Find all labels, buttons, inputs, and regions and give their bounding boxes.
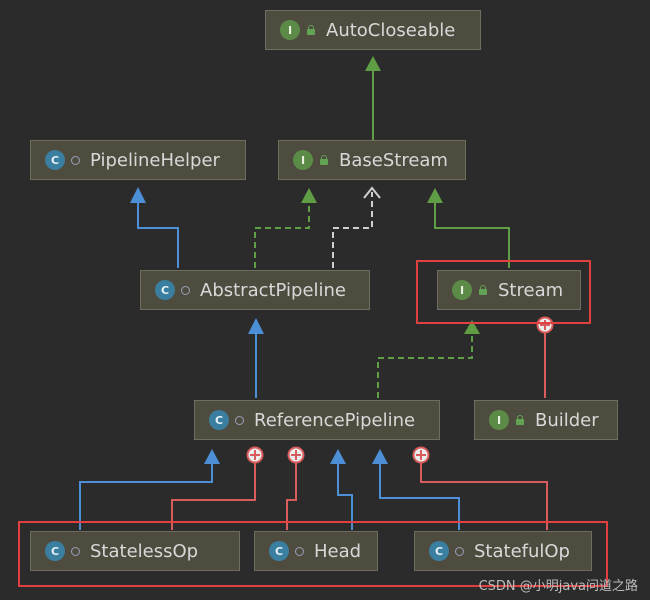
class-icon: C [269,541,289,561]
arrowhead-rp-2 [330,449,346,464]
interface-icon: I [452,280,472,300]
node-pipelinehelper[interactable]: C PipelineHelper [30,140,246,180]
edge-head-inner [286,462,297,530]
edge-statefulop-extends [379,464,460,530]
public-visibility-icon [478,285,488,295]
node-label: Stream [498,279,564,301]
package-visibility-icon [295,546,304,556]
package-visibility-icon [71,546,80,556]
node-label: PipelineHelper [90,149,220,171]
interface-icon: I [280,20,300,40]
node-abstractpipeline[interactable]: C AbstractPipeline [140,270,370,310]
abstract-class-icon: C [155,280,175,300]
edge-head-extends [337,464,353,530]
node-referencepipeline[interactable]: C ReferencePipeline [194,400,440,440]
arrowhead-rp-1 [204,449,220,464]
inner-marker-builder [536,316,554,334]
arrowhead-basestream-green [301,188,317,203]
watermark: CSDN @小明java问道之路 [478,579,638,594]
node-autocloseable[interactable]: I AutoCloseable [265,10,481,50]
edge-abstractpipeline-basestream-green [254,203,310,268]
node-basestream[interactable]: I BaseStream [278,140,466,180]
arrowhead-basestream-white [363,186,381,199]
node-head[interactable]: C Head [254,531,378,571]
node-statelessop[interactable]: C StatelessOp [30,531,240,571]
interface-icon: I [489,410,509,430]
arrowhead-abstractpipeline [248,318,264,334]
inner-marker-head [287,446,305,464]
edge-statelessop-inner [171,462,256,530]
edge-abstractpipeline-pipelinehelper [137,203,179,268]
arrowhead-rp-3 [372,449,388,464]
edge-statelessop-extends [79,464,213,530]
inner-marker-statefulop [412,446,430,464]
arrowhead-stream [464,320,480,334]
arrowhead-pipelinehelper [130,187,146,203]
arrowhead-basestream-solid [427,188,443,203]
edge-statefulop-inner [420,462,548,530]
package-visibility-icon [181,285,190,295]
abstract-class-icon: C [429,541,449,561]
node-builder[interactable]: I Builder [474,400,618,440]
arrowhead-autocloseable [365,56,381,71]
node-stream[interactable]: I Stream [437,270,581,310]
node-label: AutoCloseable [326,19,456,41]
node-label: Head [314,540,362,562]
package-visibility-icon [71,155,80,165]
inner-marker-statelessop [246,446,264,464]
node-label: BaseStream [339,149,448,171]
interface-icon: I [293,150,313,170]
abstract-class-icon: C [45,541,65,561]
abstract-class-icon: C [45,150,65,170]
edge-abstractpipeline-basestream-white [332,192,373,268]
node-label: StatelessOp [90,540,199,562]
edge-referencepipeline-stream [377,333,473,398]
package-visibility-icon [455,546,464,556]
node-label: AbstractPipeline [200,279,347,301]
package-visibility-icon [235,415,244,425]
public-visibility-icon [306,25,316,35]
edge-stream-basestream [434,203,510,268]
public-visibility-icon [515,415,525,425]
node-label: Builder [535,409,599,431]
node-label: ReferencePipeline [254,409,416,431]
node-statefulop[interactable]: C StatefulOp [414,531,592,571]
node-label: StatefulOp [474,540,570,562]
abstract-class-icon: C [209,410,229,430]
public-visibility-icon [319,155,329,165]
